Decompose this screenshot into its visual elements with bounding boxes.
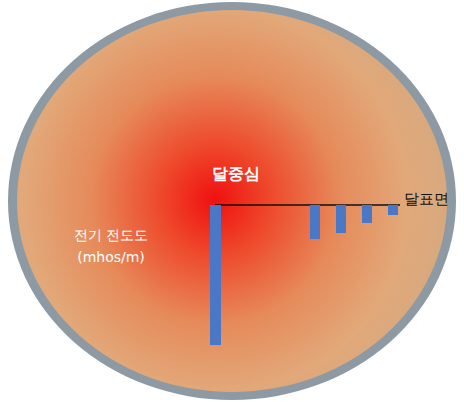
conductivity-bar (388, 205, 398, 215)
conductivity-bar (210, 205, 221, 345)
conductivity-bar (336, 205, 346, 233)
conductivity-bar (362, 205, 372, 223)
surface-label: 달표면 (404, 187, 462, 211)
moon-interior (17, 10, 447, 392)
moon-crust (8, 2, 456, 400)
radius-line (215, 204, 400, 206)
conductivity-label: 전기 전도도 (mhos/m) (64, 224, 158, 269)
conductivity-bar (310, 205, 320, 239)
center-label: 달중심 (212, 161, 292, 187)
